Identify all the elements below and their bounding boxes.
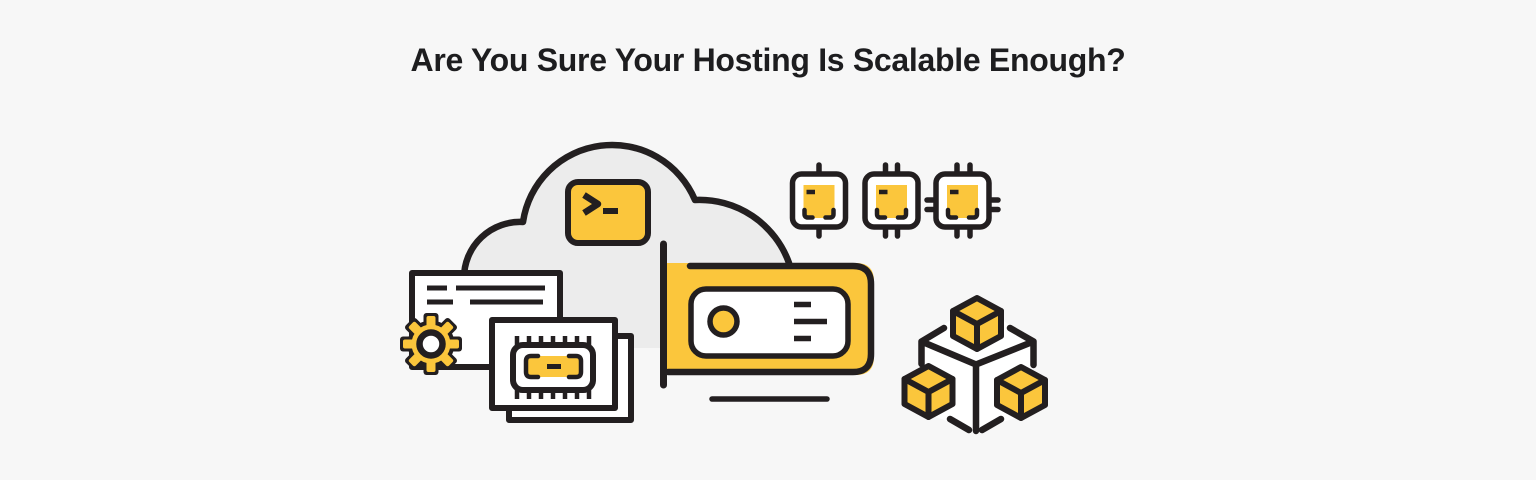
chip-icon — [862, 162, 921, 239]
cluster-cubes-icon — [901, 295, 1048, 435]
cpu-chip-icon — [510, 336, 596, 399]
cpu-card-icon — [489, 317, 634, 423]
cube-icon — [901, 363, 956, 420]
chip-icon — [789, 162, 849, 239]
server-card-icon — [660, 240, 875, 402]
chip-icon — [924, 162, 1001, 239]
gear-icon — [400, 313, 462, 375]
cube-icon — [950, 295, 1004, 352]
page-title: Are You Sure Your Hosting Is Scalable En… — [410, 42, 1126, 78]
indicator-dot — [707, 305, 740, 338]
cube-icon — [994, 364, 1048, 421]
terminal-icon — [565, 179, 651, 246]
